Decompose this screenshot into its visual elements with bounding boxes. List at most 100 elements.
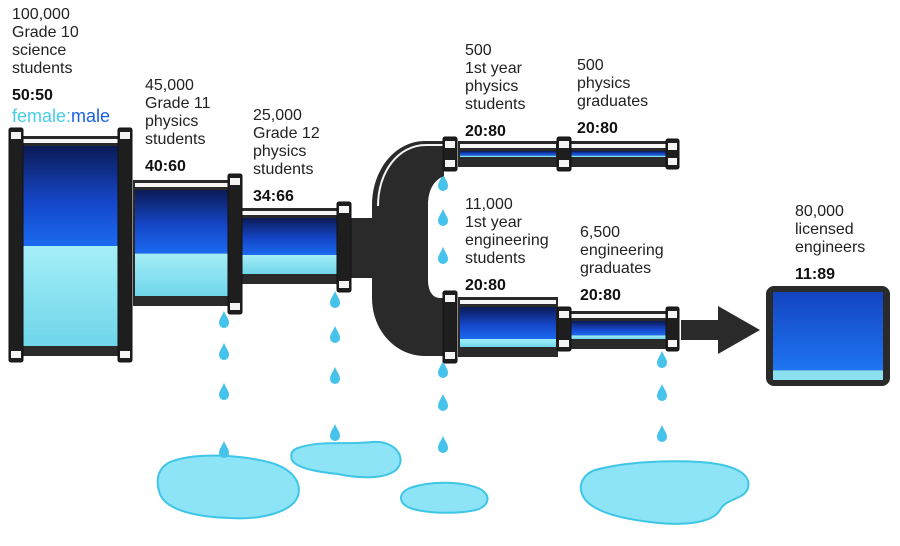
flange-bolt [559,340,569,347]
ratio-eng1: 20:80 [465,277,506,294]
water-drop-icon [219,311,229,328]
flange-bolt [230,178,240,185]
water-drop-icon [219,383,229,400]
pipe-rim-enggrad [570,314,666,318]
label-line: 25,000 [253,107,302,124]
flange-bolt [668,311,677,318]
label-line: 1st year [465,60,522,77]
water-drop-icon [219,441,229,458]
pipe-rim-grade11 [135,183,229,187]
female-fill-eng1 [460,339,556,347]
flange-bolt [559,160,569,167]
label-line: graduates [577,93,649,110]
female-fill-phys1 [460,155,556,157]
label-licensed: 80,000 licensed engineers 11:89 [795,203,865,284]
female-fill-licensed [773,370,883,380]
label-line: 45,000 [145,77,194,94]
male-fill-grade12 [241,218,337,255]
male-fill-phys1 [460,151,556,156]
ratio-phys1: 20:80 [465,123,506,140]
flange-bolt [11,132,21,139]
flange-bolt [445,352,455,359]
pipe-rim-eng1 [460,300,556,304]
flange-bolt [559,141,569,148]
puddle [579,460,750,525]
flange-bolt [668,340,677,347]
legend-female: female [12,106,67,126]
flange [336,201,352,293]
water-drop-icon [219,343,229,360]
label-line: 500 [577,57,604,74]
split-pipe-bend [372,141,444,356]
label-line: physics [253,143,307,160]
label-line: science [12,42,67,59]
legend-separator: : [66,106,72,126]
ratio-licensed: 11:89 [795,266,836,283]
male-fill-grade10 [17,146,121,246]
flange [227,173,243,315]
female-fill-grade11 [135,253,229,296]
label-grade10: 100,000 Grade 10 science students 50:50 [12,6,79,105]
water-drop-icon [438,394,448,411]
label-line: 11,000 [465,196,513,213]
label-line: physics [145,113,199,130]
label-line: students [465,96,526,113]
ratio-grade11: 40:60 [145,158,186,175]
label-line: licensed [795,221,854,238]
pipe-rim-physgrad [570,144,666,148]
pipe-rim-grade10 [17,139,121,143]
legend-male: male [71,106,111,126]
label-line: physics [577,75,631,92]
label-phys1: 500 1st year physics students 20:80 [465,42,525,141]
label-grade12: 25,000 Grade 12 physics students 34:66 [253,107,320,206]
flange-bolt [668,143,677,150]
pipe-rim-grade12 [241,211,337,215]
male-fill-physgrad [570,151,666,156]
male-fill-licensed [773,292,883,371]
water-drop-icon [438,361,448,378]
pipe-rim-phys1 [460,144,556,148]
flange-bolt [120,351,130,358]
water-drop-icon [657,425,667,442]
male-fill-enggrad [570,321,666,336]
connector-pipe [349,218,373,278]
flange-bolt [120,132,130,139]
flange-bolt [668,158,677,165]
flange [8,127,24,363]
label-line: students [465,250,526,267]
puddle [156,454,300,520]
label-line: 80,000 [795,203,844,220]
legend: female:male [12,106,110,126]
arrow-icon [681,306,760,354]
flange-bolt [445,141,455,148]
label-line: Grade 11 [145,95,211,112]
water-drop-icon [657,384,667,401]
label-line: students [12,60,73,77]
puddles-layer [156,440,750,525]
water-drop-icon [438,436,448,453]
ratio-grade10: 50:50 [12,87,53,104]
water-drop-icon [438,209,448,226]
label-physgrad: 500 physics graduates 20:80 [577,57,648,138]
label-eng1: 11,000 1st year engineering students 20:… [465,196,549,295]
split-pipe-highlight [377,144,444,207]
label-line: students [253,161,314,178]
flange-bolt [339,281,349,288]
water-drop-icon [438,247,448,264]
label-line: engineers [795,239,866,256]
flange [442,290,458,364]
label-line: Grade 12 [253,125,320,142]
label-line: 1st year [465,214,522,231]
ratio-enggrad: 20:80 [580,287,621,304]
female-fill-grade10 [17,246,121,346]
label-line: Grade 10 [12,24,79,41]
label-line: 6,500 [580,224,621,241]
label-enggrad: 6,500 engineering graduates 20:80 [580,224,664,305]
label-line: students [145,131,206,148]
male-fill-eng1 [460,307,556,339]
female-fill-enggrad [570,335,666,339]
pipes-layer [15,136,890,386]
flanges-layer [8,127,680,364]
male-fill-grade11 [135,190,229,254]
